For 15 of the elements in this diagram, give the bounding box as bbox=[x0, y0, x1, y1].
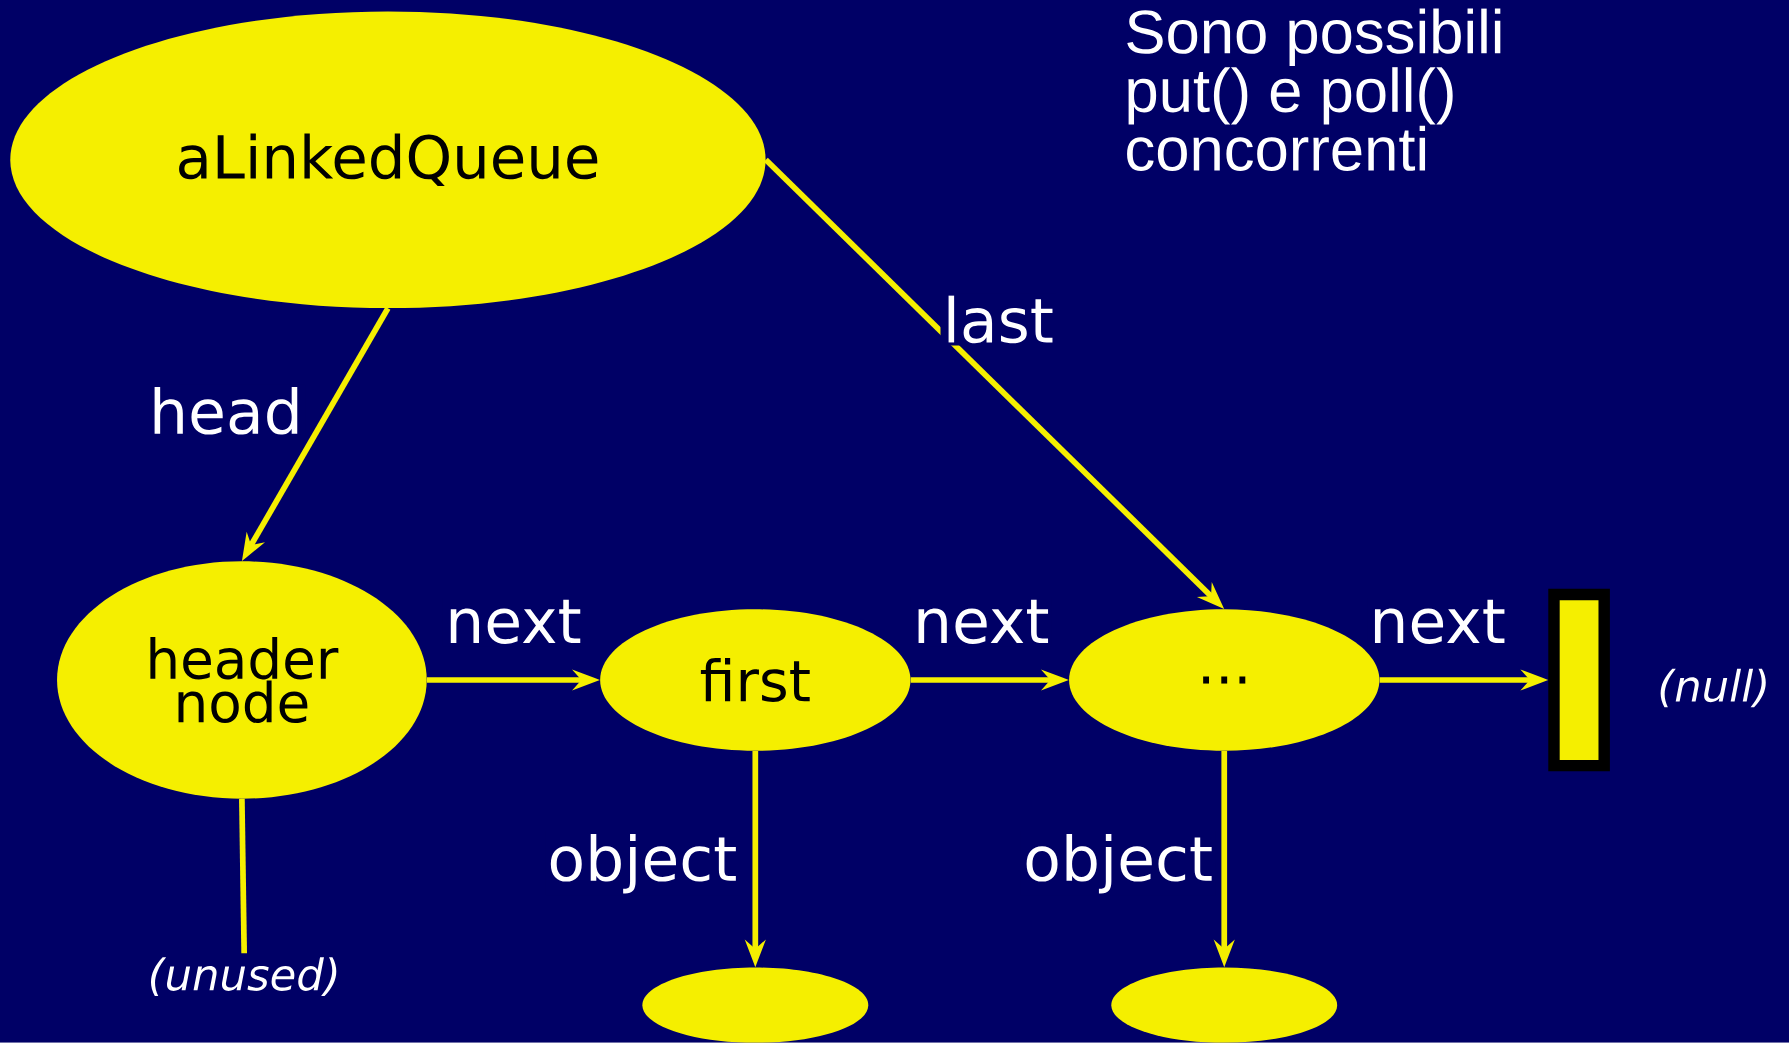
edge-label: object bbox=[1020, 831, 1216, 896]
note-text: Sono possibili put() e poll() concorrenti bbox=[1127, 8, 1501, 172]
note-text: (null) bbox=[1660, 668, 1766, 708]
ellipse-node bbox=[1111, 967, 1338, 1043]
edge-label: head bbox=[146, 384, 306, 437]
ellipse-node bbox=[642, 967, 869, 1043]
ellipse-node: first bbox=[600, 609, 911, 751]
note-text: (unused) bbox=[151, 957, 337, 997]
ellipse-node: aLinkedQueue bbox=[10, 11, 766, 309]
ellipse-node: header node bbox=[57, 561, 427, 799]
edge-label: last bbox=[940, 293, 1057, 346]
edge-label: next bbox=[910, 597, 1052, 647]
edge-label: object bbox=[545, 831, 740, 896]
edge-label: next bbox=[442, 597, 584, 647]
null-box bbox=[1548, 588, 1610, 772]
